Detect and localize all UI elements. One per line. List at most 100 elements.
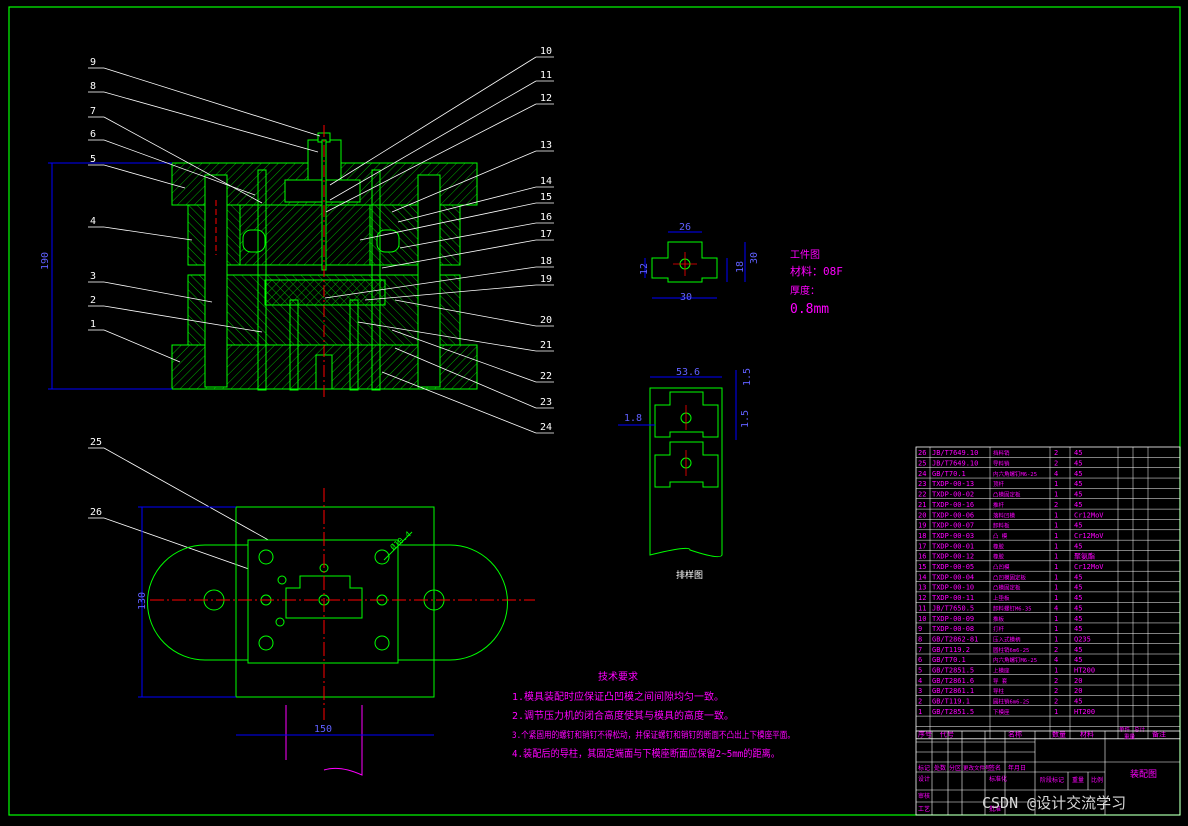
bom-row-13-no: 13 — [918, 584, 926, 592]
bom-row-12-no: 12 — [918, 594, 926, 602]
drawing-border — [8, 6, 1181, 816]
plan-die-seat — [147, 544, 508, 661]
part-height-right-dim: 18 — [735, 261, 746, 273]
bom-row-21-code: TXDP-00-16 — [932, 501, 974, 509]
bom-row-9-qty: 1 — [1054, 625, 1058, 633]
bom-row-13-qty: 1 — [1054, 584, 1058, 592]
tb-label-zone: 分区 — [949, 764, 961, 772]
bom-row-6-name: 内六角螺钉M6-25 — [993, 656, 1037, 664]
callout-4: 4 — [90, 216, 96, 227]
bom-row-11-name: 卸料螺钉M6-35 — [993, 604, 1032, 612]
bom-row-20-name: 落料凹模 — [993, 511, 1016, 519]
bom-row-12-mat: 45 — [1074, 594, 1082, 602]
bom-row-4-code: GB/T2861.6 — [932, 677, 974, 685]
workpiece-thickness-label: 厚度： — [790, 284, 820, 297]
bom-row-6-no: 6 — [918, 656, 922, 664]
bom-row-11-qty: 4 — [1054, 604, 1058, 612]
bom-row-4-qty: 2 — [1054, 677, 1058, 685]
bom-row-26-name: 挡料销 — [993, 449, 1010, 457]
bom-weight-header-0: 单件 — [1119, 725, 1131, 733]
callout-2: 2 — [90, 295, 96, 306]
bom-row-2-name: 圆柱销6m6-25 — [993, 698, 1029, 706]
strip-gap-dim: 1.5 — [740, 410, 751, 428]
bom-row-24-code: GB/T70.1 — [932, 470, 966, 478]
part-overall-height-dim: 30 — [749, 252, 760, 264]
callout-22: 22 — [540, 371, 552, 382]
bom-row-10-no: 10 — [918, 615, 926, 623]
strip-layout-view: 53.6 1.5 1.8 1.5 排样图 — [618, 367, 753, 581]
bom-row-24-qty: 4 — [1054, 470, 1058, 478]
tech-item-2: 2.调节压力机的闭合高度使其与模具的高度一致。 — [512, 709, 734, 722]
bom-row-9-mat: 45 — [1074, 625, 1082, 633]
bom-row-23-no: 23 — [918, 480, 926, 488]
bom-row-2-no: 2 — [918, 698, 922, 706]
workpiece-material: 材料：08F — [790, 264, 843, 278]
tb-label-design: 设计 — [918, 775, 930, 783]
bom-header-4: 材料 — [1080, 729, 1094, 738]
bom-row-24-mat: 45 — [1074, 470, 1082, 478]
part-width-top-dim: 26 — [679, 222, 691, 233]
bom-weight-header-2: 重量 — [1124, 732, 1136, 740]
callout-21: 21 — [540, 340, 552, 351]
callout-17: 17 — [540, 229, 552, 240]
bom-row-11-mat: 45 — [1074, 604, 1082, 612]
callout-12: 12 — [540, 93, 552, 104]
front-section-view: 190 — [40, 125, 478, 398]
bom-row-23-name: 顶杆 — [993, 480, 1005, 488]
strip-blank-1 — [654, 391, 719, 438]
bom-row-19-qty: 1 — [1054, 522, 1058, 530]
bom-row-12-name: 上垫板 — [993, 594, 1010, 602]
bom-row-15-qty: 1 — [1054, 563, 1058, 571]
bom-row-16-code: TXDP-00-12 — [932, 553, 974, 561]
bom-row-4-name: 导 套 — [993, 677, 1008, 685]
bom-row-22-code: TXDP-00-02 — [932, 491, 974, 499]
bom-row-4-no: 4 — [918, 677, 922, 685]
bom-row-1-no: 1 — [918, 708, 922, 716]
bom-row-23-mat: 45 — [1074, 480, 1082, 488]
bom-row-5-code: GB/T2851.5 — [932, 667, 974, 675]
bom-row-7-qty: 2 — [1054, 646, 1058, 654]
bom-row-26-mat: 45 — [1074, 449, 1082, 457]
callout-7: 7 — [90, 106, 96, 117]
bom-row-25-code: JB/T7649.10 — [932, 460, 978, 468]
bom-row-3-qty: 2 — [1054, 687, 1058, 695]
bom-row-10-mat: 45 — [1074, 615, 1082, 623]
bom-row-19-code: TXDP-00-07 — [932, 522, 974, 530]
bom-row-14-name: 凸凹模固定板 — [993, 573, 1027, 581]
bom-row-22-no: 22 — [918, 491, 926, 499]
bom-row-24-name: 内六角螺钉M6-25 — [993, 470, 1037, 478]
bom-row-18-code: TXDP-00-03 — [932, 532, 974, 540]
plan-height-dim: 130 — [137, 592, 148, 610]
bom-row-16-no: 16 — [918, 553, 926, 561]
bom-row-3-no: 3 — [918, 687, 922, 695]
bom-row-24-no: 24 — [918, 470, 926, 478]
bom-header-5: 备注 — [1152, 729, 1166, 738]
callout-26: 26 — [90, 507, 102, 518]
bom-row-25-qty: 2 — [1054, 460, 1058, 468]
plan-outer-frame — [235, 506, 435, 698]
callout-5: 5 — [90, 154, 96, 165]
tech-item-4: 4.装配后的导柱，其固定端面与下模座断面应保留2~5mm的距离。 — [512, 747, 780, 760]
bom-row-25-mat: 45 — [1074, 460, 1082, 468]
bom-row-5-qty: 1 — [1054, 667, 1058, 675]
front-height-dim: 190 — [40, 252, 51, 270]
callout-10: 10 — [540, 46, 552, 57]
blanking-die — [264, 279, 386, 306]
watermark: CSDN @设计交流学习 — [982, 794, 1126, 812]
bom-row-6-mat: 45 — [1074, 656, 1082, 664]
bom-row-5-name: 上模座 — [993, 667, 1010, 675]
tech-item-1: 1.模具装配时应保证凸凹模之间间隙均匀一致。 — [512, 690, 724, 703]
bom-row-14-no: 14 — [918, 573, 926, 581]
bom-row-6-qty: 4 — [1054, 656, 1058, 664]
bom-row-26-code: JB/T7649.10 — [932, 449, 978, 457]
bom-row-13-name: 凸模固定板 — [993, 584, 1021, 592]
guide-post-left — [204, 174, 228, 388]
bom-row-3-mat: 20 — [1074, 687, 1082, 695]
bom-row-10-qty: 1 — [1054, 615, 1058, 623]
bom-row-17-code: TXDP-00-01 — [932, 542, 974, 550]
bom-row-18-mat: Cr12MoV — [1074, 532, 1104, 540]
callout-19: 19 — [540, 274, 552, 285]
bom-row-16-qty: 1 — [1054, 553, 1058, 561]
strip-blank-2 — [654, 441, 719, 488]
bom-row-20-qty: 1 — [1054, 511, 1058, 519]
